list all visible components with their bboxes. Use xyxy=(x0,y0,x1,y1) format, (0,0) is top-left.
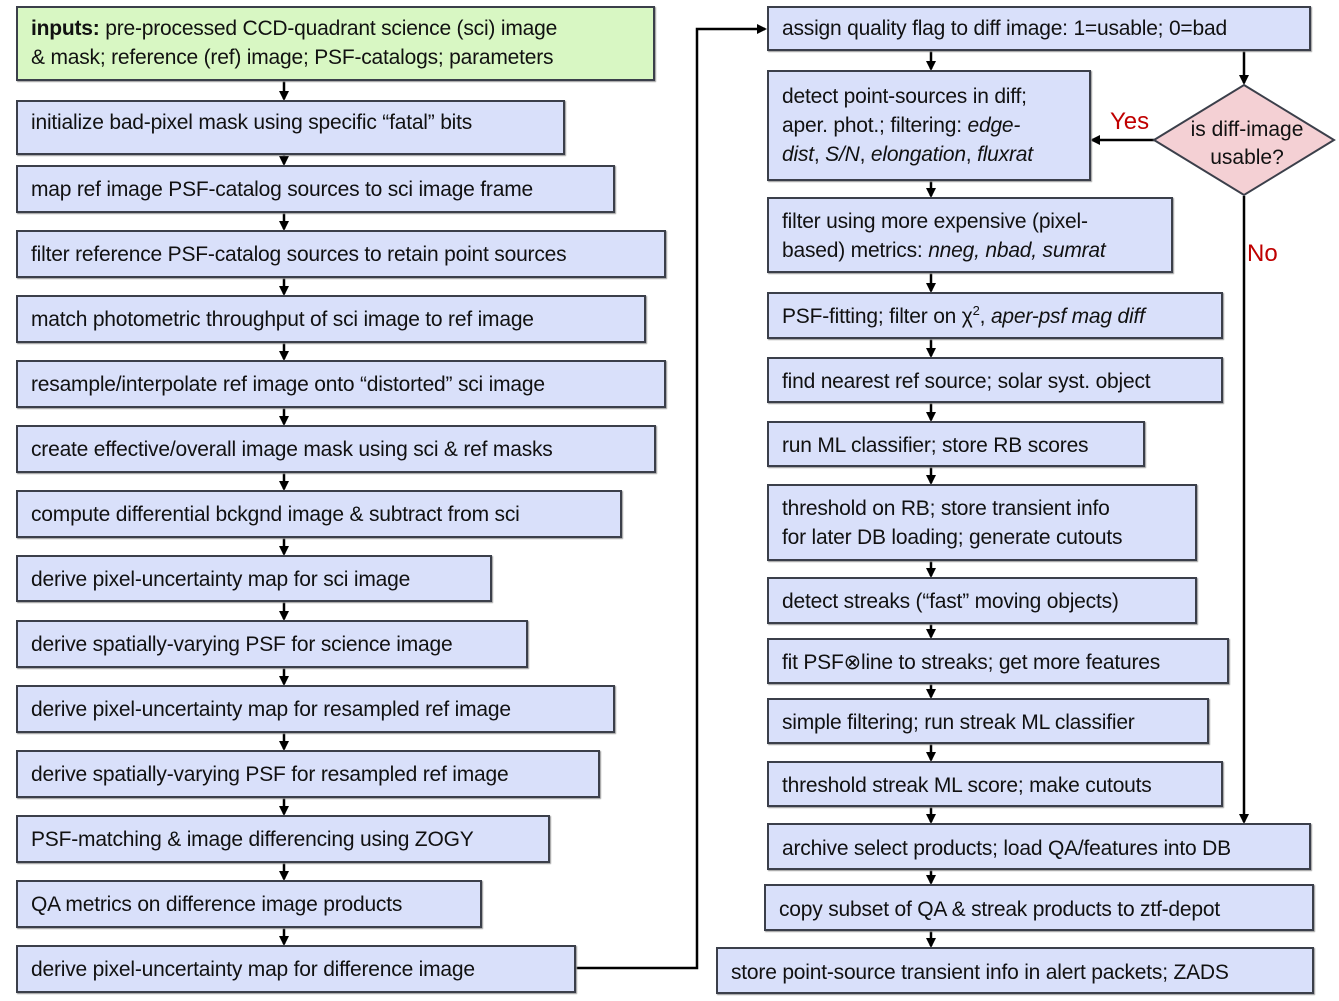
step-psf-ref: derive spatially-varying PSF for resampl… xyxy=(16,750,600,798)
step-resample: resample/interpolate ref image onto “dis… xyxy=(16,360,666,408)
inputs-label: inputs: xyxy=(31,17,100,40)
filter-exp-metrics: nneg, nbad, sumrat xyxy=(928,239,1106,262)
step-fit-streaks: fit PSF⊗line to streaks; get more featur… xyxy=(767,638,1229,684)
decision-diamond xyxy=(1152,83,1336,197)
detect-sn: S/N xyxy=(825,143,860,166)
step-copy-depot: copy subset of QA & streak products to z… xyxy=(764,884,1314,931)
decision-line1: is diff-image xyxy=(1190,118,1304,141)
filter-exp-line2: based) metrics: xyxy=(782,239,929,262)
step-detect: detect point-sources in diff; aper. phot… xyxy=(767,70,1091,181)
detect-line2: aper. phot.; filtering: xyxy=(782,114,968,137)
step-threshold-rb: threshold on RB; store transient info fo… xyxy=(767,484,1197,561)
step-filter-ref: filter reference PSF-catalog sources to … xyxy=(16,230,666,278)
sep: , xyxy=(813,143,826,166)
step-unc-ref: derive pixel-uncertainty map for resampl… xyxy=(16,685,615,733)
threshold-rb-line2: for later DB loading; generate cutouts xyxy=(782,526,1123,549)
step-bckgnd: compute differential bckgnd image & subt… xyxy=(16,490,622,538)
step-init-mask: initialize bad-pixel mask using specific… xyxy=(16,100,565,155)
step-qa: QA metrics on difference image products xyxy=(16,880,482,928)
inputs-text: pre-processed CCD-quadrant science (sci)… xyxy=(99,17,558,40)
step-ml-classifier: run ML classifier; store RB scores xyxy=(767,421,1145,467)
step-unc-diff: derive pixel-uncertainty map for differe… xyxy=(16,945,576,993)
step-unc-sci: derive pixel-uncertainty map for sci ima… xyxy=(16,555,492,602)
psf-fit-text: PSF-fitting; filter on χ xyxy=(782,305,973,328)
detect-fluxrat: fluxrat xyxy=(977,143,1033,166)
step-psf-sci: derive spatially-varying PSF for science… xyxy=(16,620,528,668)
right-arrows xyxy=(926,51,1249,948)
detect-line1: detect point-sources in diff; xyxy=(782,85,1027,108)
sep: , xyxy=(965,143,978,166)
sep: , xyxy=(859,143,871,166)
decision-text: is diff-image usable? xyxy=(1167,116,1327,172)
sep: , xyxy=(979,305,991,328)
step-filter-expensive: filter using more expensive (pixel- base… xyxy=(767,197,1173,273)
inputs-text2: & mask; reference (ref) image; PSF-catal… xyxy=(31,46,554,69)
step-psf-fit: PSF-fitting; filter on χ2, aper-psf mag … xyxy=(767,292,1223,339)
step-nearest-ref: find nearest ref source; solar syst. obj… xyxy=(767,357,1223,403)
detect-elongation: elongation xyxy=(870,143,966,166)
step-inputs: inputs: pre-processed CCD-quadrant scien… xyxy=(16,6,655,81)
cross-connector xyxy=(576,24,767,970)
step-match-phot: match photometric throughput of sci imag… xyxy=(16,295,646,343)
chi-sup: 2 xyxy=(972,303,980,318)
step-quality-flag: assign quality flag to diff image: 1=usa… xyxy=(767,6,1311,51)
threshold-rb-line1: threshold on RB; store transient info xyxy=(782,497,1110,520)
psf-fit-magdiff: aper-psf mag diff xyxy=(990,305,1145,328)
decision-line2: usable? xyxy=(1210,146,1284,169)
step-alert-packets: store point-source transient info in ale… xyxy=(716,947,1314,994)
step-create-mask: create effective/overall image mask usin… xyxy=(16,425,656,473)
detect-dist: dist xyxy=(782,143,814,166)
no-label: No xyxy=(1247,240,1278,267)
step-streak-threshold: threshold streak ML score; make cutouts xyxy=(767,761,1223,807)
step-zogy: PSF-matching & image differencing using … xyxy=(16,815,550,863)
step-map-ref: map ref image PSF-catalog sources to sci… xyxy=(16,165,615,213)
step-detect-streaks: detect streaks (“fast” moving objects) xyxy=(767,577,1197,624)
yes-label: Yes xyxy=(1110,108,1150,135)
step-archive: archive select products; load QA/feature… xyxy=(767,823,1311,870)
filter-exp-line1: filter using more expensive (pixel- xyxy=(782,210,1088,233)
detect-edge: edge- xyxy=(967,114,1021,137)
step-streak-filter: simple filtering; run streak ML classifi… xyxy=(767,698,1209,744)
